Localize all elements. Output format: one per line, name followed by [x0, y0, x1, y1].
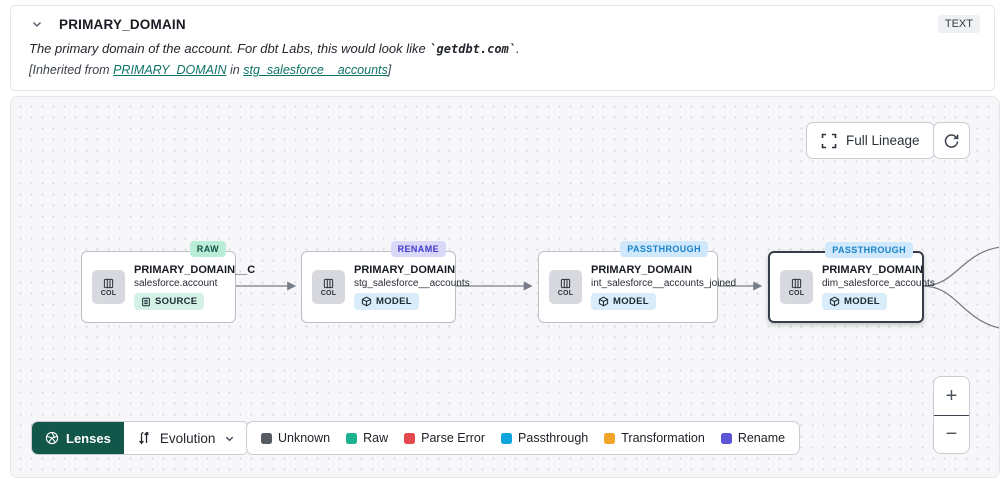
legend-swatch — [261, 432, 272, 444]
collapse-chevron-icon[interactable] — [29, 16, 45, 32]
full-lineage-button[interactable]: Full Lineage — [806, 122, 935, 159]
lens-dropdown[interactable]: Evolution — [123, 422, 249, 454]
column-type-badge: TEXT — [937, 15, 980, 33]
model-cube-icon — [829, 296, 840, 307]
node-model-name: salesforce.account — [134, 278, 218, 289]
legend-item: Unknown — [261, 431, 330, 445]
column-description: The primary domain of the account. For d… — [29, 41, 520, 56]
zoom-in-button[interactable]: + — [934, 377, 969, 415]
legend-item: Transformation — [604, 431, 705, 445]
lineage-canvas[interactable]: Full Lineage RAW COL PRIMARY_DOMAIN__C s… — [10, 96, 1000, 478]
inherited-column-link[interactable]: PRIMARY_DOMAIN — [113, 63, 227, 77]
node-title: PRIMARY_DOMAIN — [591, 264, 693, 276]
column-icon: COL — [780, 270, 813, 304]
node-model-name: stg_salesforce__accounts — [354, 278, 470, 289]
zoom-controls: + − — [933, 376, 970, 454]
lineage-node-dim-salesforce-accounts[interactable]: PASSTHROUGH COL PRIMARY_DOMAIN dim_sales… — [768, 242, 935, 323]
status-badge: RAW — [189, 241, 226, 257]
column-icon: COL — [92, 270, 125, 304]
legend-item: Parse Error — [404, 431, 485, 445]
legend-swatch — [720, 432, 732, 444]
status-badge: PASSTHROUGH — [825, 242, 913, 258]
column-icon: COL — [312, 270, 345, 304]
column-detail-panel: PRIMARY_DOMAIN TEXT The primary domain o… — [10, 5, 995, 91]
evolution-icon — [138, 431, 149, 445]
lenses-control: Lenses Evolution — [31, 421, 250, 455]
resource-type-badge: MODEL — [354, 293, 419, 310]
status-badge: PASSTHROUGH — [620, 241, 708, 257]
model-cube-icon — [598, 296, 609, 307]
page-title: PRIMARY_DOMAIN — [59, 16, 186, 32]
chevron-down-icon — [226, 436, 234, 441]
lenses-button[interactable]: Lenses — [32, 422, 124, 454]
resource-type-badge: MODEL — [591, 293, 656, 310]
legend-swatch — [404, 432, 416, 444]
status-badge: RENAME — [390, 241, 446, 257]
node-model-name: int_salesforce__accounts_joined — [591, 278, 737, 289]
expand-icon — [821, 133, 837, 149]
node-model-name: dim_salesforce_accounts — [822, 278, 935, 289]
status-legend: Unknown Raw Parse Error Passthrough Tran… — [246, 421, 801, 455]
legend-swatch — [346, 432, 358, 444]
zoom-out-button[interactable]: − — [934, 415, 969, 453]
lineage-node-int-salesforce-accounts-joined[interactable]: PASSTHROUGH COL PRIMARY_DOMAIN int_sales… — [538, 241, 737, 323]
node-title: PRIMARY_DOMAIN — [822, 264, 924, 276]
column-icon: COL — [549, 270, 582, 304]
legend-item: Raw — [346, 431, 388, 445]
inline-code: `getdbt.com` — [429, 42, 517, 56]
resource-type-badge: SOURCE — [134, 293, 205, 310]
refresh-icon — [943, 132, 960, 149]
source-icon — [142, 297, 150, 306]
refresh-lineage-button[interactable] — [933, 122, 970, 159]
model-cube-icon — [361, 296, 372, 307]
lineage-node-salesforce-account[interactable]: RAW COL PRIMARY_DOMAIN__C salesforce.acc… — [81, 241, 256, 323]
node-title: PRIMARY_DOMAIN — [354, 264, 456, 276]
inherited-model-link[interactable]: stg_salesforce__accounts — [243, 63, 388, 77]
legend-item: Passthrough — [501, 431, 588, 445]
inherited-from-note: [Inherited from PRIMARY_DOMAIN in stg_sa… — [29, 63, 392, 77]
lineage-node-stg-salesforce-accounts[interactable]: RENAME COL PRIMARY_DOMAIN stg_salesforce… — [301, 241, 470, 323]
node-title: PRIMARY_DOMAIN__C — [134, 264, 256, 276]
lens-aperture-icon — [45, 431, 59, 445]
legend-swatch — [501, 432, 513, 444]
resource-type-badge: MODEL — [822, 293, 887, 310]
legend-swatch — [604, 432, 616, 444]
legend-item: Rename — [720, 431, 785, 445]
